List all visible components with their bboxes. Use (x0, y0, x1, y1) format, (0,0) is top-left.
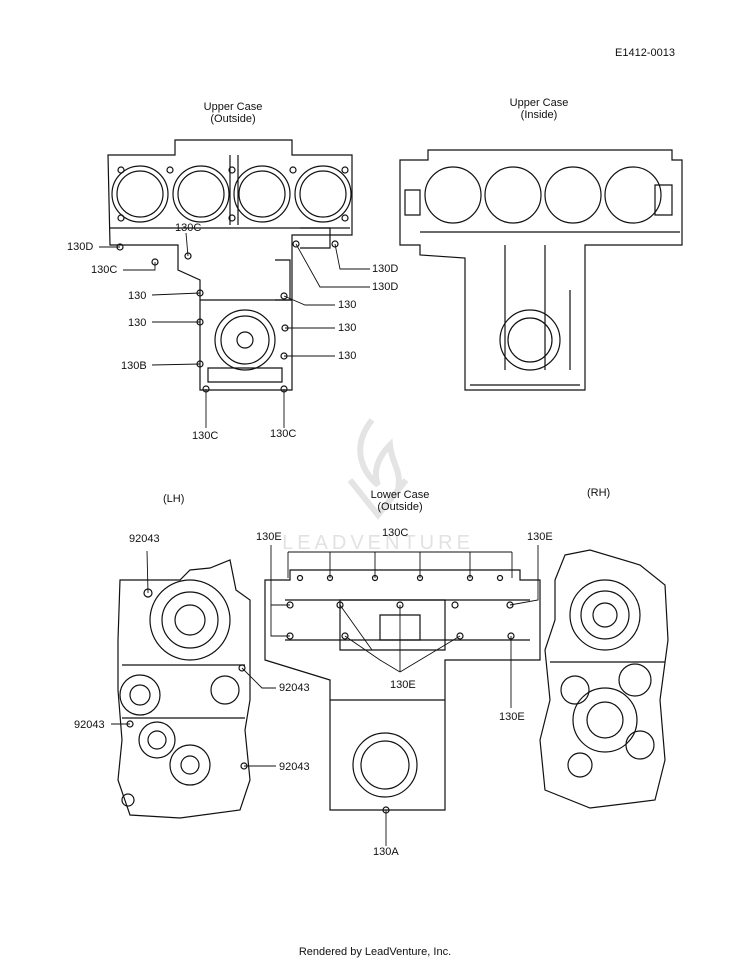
right-case-half-drawing (539, 549, 669, 809)
callout-130-right-2: 130 (338, 322, 357, 334)
callout-130e-right: 130E (527, 531, 553, 543)
upper-inside-title: Upper Case (509, 97, 569, 109)
callout-130c-lower: 130C (382, 527, 409, 539)
left-case-leader-lines (111, 550, 276, 767)
callout-130d-left: 130D (67, 241, 94, 253)
watermark-text: LEADVENTURE (282, 532, 474, 554)
figure-id: E1412-0013 (615, 47, 675, 59)
callout-130c-left: 130C (91, 264, 118, 276)
upper-case-inside-drawing (399, 149, 683, 391)
callout-130e-right-side: 130E (499, 711, 525, 723)
upper-outside-title: Upper Case (203, 101, 263, 113)
callout-130-b: 130 (128, 317, 147, 329)
callout-130-right-3: 130 (338, 350, 357, 362)
lower-case-leader-lines (270, 545, 539, 846)
footer-credit: Rendered by LeadVenture, Inc. (298, 946, 452, 958)
callout-130c-bottom-right: 130C (270, 428, 297, 440)
callout-130b: 130B (121, 360, 147, 372)
lower-outside-title: Lower Case (370, 489, 430, 501)
callout-130-a: 130 (128, 290, 147, 302)
callout-130e-left: 130E (256, 531, 282, 543)
lh-label: (LH) (163, 493, 185, 505)
callout-130c-top: 130C (175, 222, 202, 234)
upper-outside-subtitle: (Outside) (210, 113, 256, 125)
callout-130c-bottom-left: 130C (192, 430, 219, 442)
callout-130e-center: 130E (390, 679, 416, 691)
watermark-logo-icon (347, 418, 409, 520)
upper-case-outside-drawing (107, 139, 353, 393)
part-92043-mid: 92043 (279, 682, 310, 694)
callout-130a: 130A (373, 846, 399, 858)
upper-inside-subtitle: (Inside) (520, 109, 558, 121)
rh-label: (RH) (587, 487, 611, 499)
callout-130d-right-1: 130D (372, 263, 399, 275)
part-92043-top: 92043 (129, 533, 160, 545)
callout-130d-right-2: 130D (372, 281, 399, 293)
upper-outside-leader-lines (99, 232, 370, 428)
left-case-half-drawing (117, 559, 251, 819)
lower-outside-subtitle: (Outside) (377, 501, 423, 513)
callout-130-right-1: 130 (338, 299, 357, 311)
part-92043-bottom: 92043 (279, 761, 310, 773)
part-92043-left: 92043 (74, 719, 105, 731)
